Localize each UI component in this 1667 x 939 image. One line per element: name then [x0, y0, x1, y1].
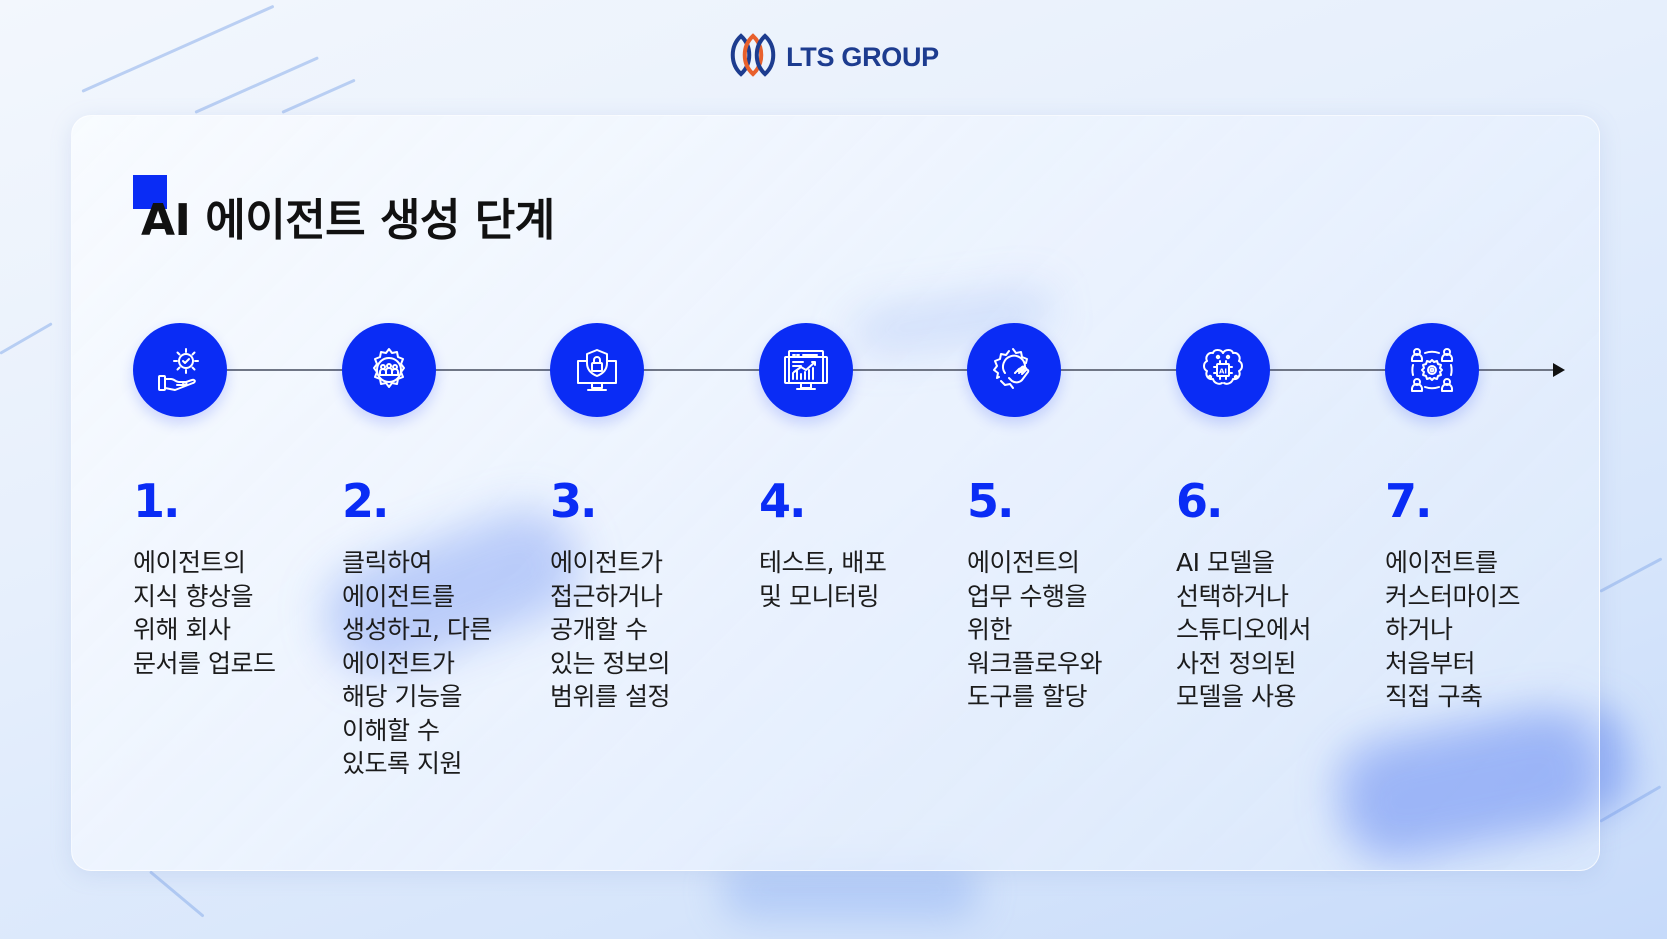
step-1-number: 1.	[133, 474, 181, 528]
step-5-icon-circle	[967, 323, 1061, 417]
slide-title: AI 에이전트 생성 단계	[141, 195, 555, 246]
monitor-shield-lock-icon	[577, 349, 617, 391]
step-7-description: 에이전트를 커스터마이즈 하거나 처음부터 직접 구축	[1385, 548, 1521, 711]
gear-team-cycle-icon	[373, 348, 405, 388]
step-4-description: 테스트, 배포 및 모니터링	[759, 548, 887, 611]
step-5-number: 5.	[967, 474, 1015, 528]
hand-gear-check-icon	[158, 348, 199, 391]
lts-group-logo: LTS GROUP	[0, 32, 1667, 82]
step-3-number: 3.	[550, 474, 598, 528]
step-7-number: 7.	[1385, 474, 1433, 528]
timeline-line	[180, 369, 1553, 371]
step-6-icon-circle: AI	[1176, 323, 1270, 417]
gear-users-network-icon	[1411, 348, 1453, 392]
content-card	[71, 115, 1600, 871]
gear-hand-pointer-icon	[993, 348, 1030, 389]
step-1-description: 에이전트의 지식 향상을 위해 회사 문서를 업로드	[133, 548, 276, 678]
timeline-arrow-icon	[1553, 363, 1565, 377]
step-5-description: 에이전트의 업무 수행을 위한 워크플로우와 도구를 할당	[967, 548, 1103, 711]
title-accent-square	[133, 175, 167, 209]
step-2-number: 2.	[342, 474, 390, 528]
lts-group-logo-icon	[728, 32, 778, 82]
step-2-icon-circle	[342, 323, 436, 417]
svg-text:AI: AI	[1219, 368, 1227, 376]
step-7-icon-circle	[1385, 323, 1479, 417]
ai-brain-chip-icon: AI	[1203, 349, 1243, 385]
step-3-description: 에이전트가 접근하거나 공개할 수 있는 정보의 범위를 설정	[550, 548, 670, 711]
monitor-chart-analytics-icon	[784, 350, 828, 390]
step-2-description: 클릭하여 에이전트를 생성하고, 다른 에이전트가 해당 기능을 이해할 수 있…	[342, 548, 492, 778]
step-6-number: 6.	[1176, 474, 1224, 528]
step-6-description: AI 모델을 선택하거나 스튜디오에서 사전 정의된 모델을 사용	[1176, 548, 1312, 711]
step-1-icon-circle	[133, 323, 227, 417]
logo-text: LTS GROUP	[786, 41, 939, 72]
step-4-number: 4.	[759, 474, 807, 528]
step-3-icon-circle	[550, 323, 644, 417]
step-4-icon-circle	[759, 323, 853, 417]
